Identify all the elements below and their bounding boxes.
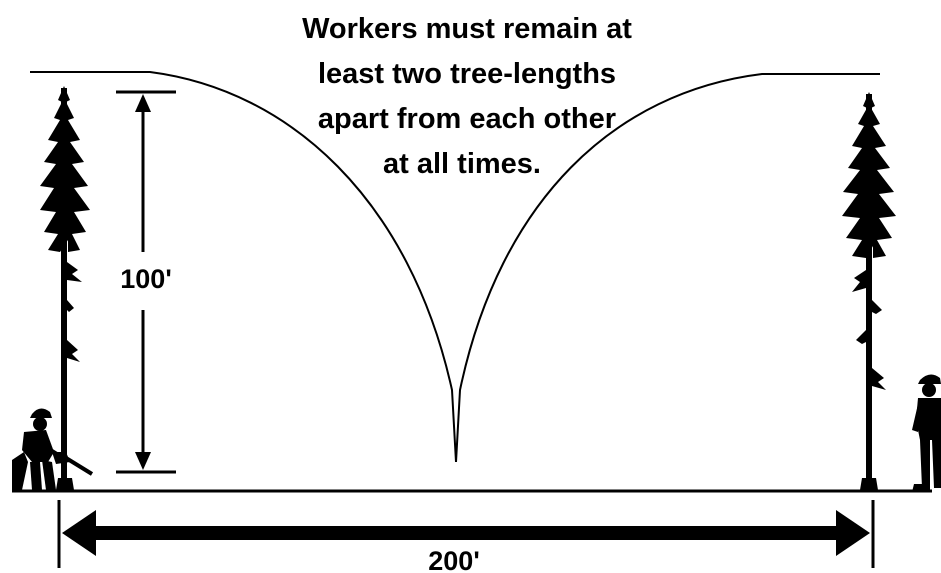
height-arrow-down bbox=[135, 452, 151, 470]
separation-arrow-left bbox=[62, 510, 96, 556]
caption-line-4: at all times. bbox=[383, 148, 541, 180]
tree-height-label: 100' bbox=[120, 264, 171, 294]
caption-line-2: least two tree-lengths bbox=[318, 58, 616, 90]
right-tree bbox=[842, 92, 896, 490]
separation-arrow-right bbox=[836, 510, 870, 556]
left-worker-with-chainsaw bbox=[12, 408, 92, 490]
left-tree bbox=[40, 86, 90, 490]
separation-bar bbox=[92, 526, 840, 540]
height-arrow-up bbox=[135, 94, 151, 112]
tree-height-dimension: 100' bbox=[116, 92, 176, 472]
caption-line-1: Workers must remain at bbox=[302, 13, 632, 45]
caption-line-3: apart from each other bbox=[318, 103, 616, 135]
hard-hat-icon bbox=[30, 408, 52, 418]
hard-hat-icon bbox=[918, 374, 941, 384]
right-worker-standing bbox=[912, 374, 941, 492]
separation-label: 200' bbox=[428, 546, 479, 573]
separation-dimension: 200' bbox=[59, 500, 873, 573]
